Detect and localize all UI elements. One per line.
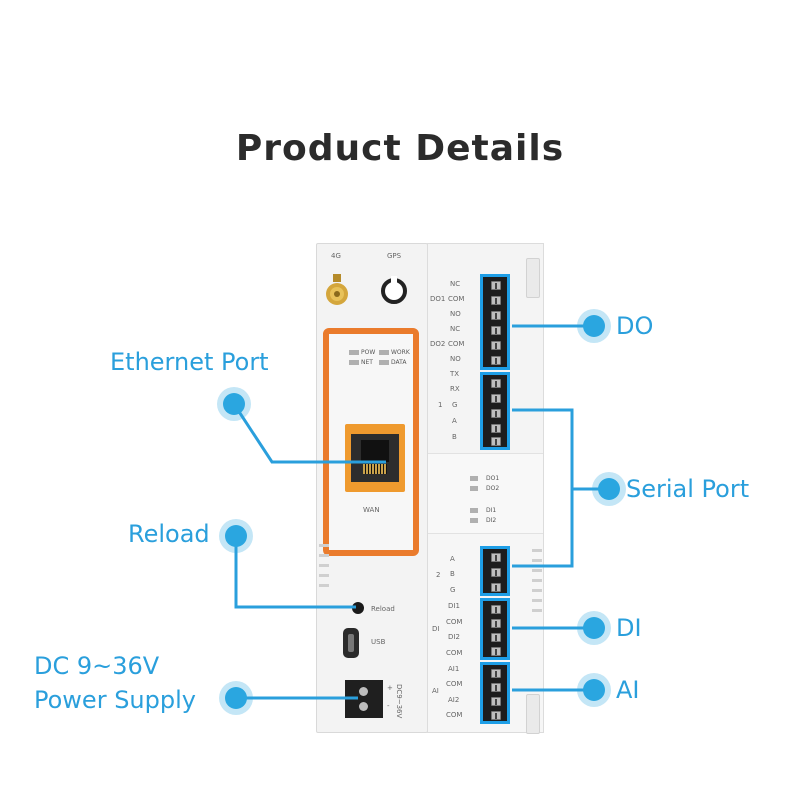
- terminal-group-label: 1: [438, 401, 443, 409]
- terminal-label: B: [452, 433, 457, 441]
- power-callout-dot: [225, 687, 247, 709]
- ethernet-port-callout-label: Ethernet Port: [110, 348, 269, 376]
- led-pow-label: POW: [361, 349, 376, 356]
- led-di2-icon: [470, 518, 478, 523]
- terminal-label: G: [450, 586, 456, 594]
- led-data-label: DATA: [391, 359, 407, 366]
- di-terminal-block[interactable]: [480, 598, 510, 660]
- iot-gateway-device: 4G GPS POW WORK NET DATA WAN R: [316, 243, 544, 734]
- led-di1-icon: [470, 508, 478, 513]
- terminal-group-label: DO2: [430, 340, 446, 348]
- device-right-module: NC COM NO NC COM NO TX RX G A B DO1 DO2 …: [427, 243, 544, 734]
- serial-terminal-block-1[interactable]: [480, 372, 510, 450]
- power-plus-label: +: [387, 684, 393, 692]
- led-do1-label: DO1: [486, 475, 500, 482]
- power-callout-label-line1: DC 9~36V: [34, 652, 160, 680]
- gps-connector-icon: [381, 276, 407, 304]
- antenna-connector-icon: [326, 274, 348, 305]
- led-do2-icon: [470, 486, 478, 491]
- usb-label: USB: [371, 638, 386, 646]
- terminal-label: RX: [450, 385, 460, 393]
- terminal-label: COM: [448, 340, 465, 348]
- ai-callout-label: AI: [616, 676, 640, 704]
- led-work-label: WORK: [391, 349, 410, 356]
- serial-port-callout-label: Serial Port: [626, 475, 750, 503]
- terminal-group-label: 2: [436, 571, 441, 579]
- usb-port[interactable]: [343, 628, 359, 658]
- ethernet-callout-dot: [223, 393, 245, 415]
- reload-callout-dot: [225, 525, 247, 547]
- terminal-label: NC: [450, 280, 461, 288]
- terminal-label: AI2: [448, 696, 460, 704]
- di-callout-dot: [583, 617, 605, 639]
- led-di1-label: DI1: [486, 507, 497, 514]
- power-terminal[interactable]: [345, 680, 383, 718]
- power-callout-label-line2: Power Supply: [34, 686, 196, 714]
- terminal-label: AI1: [448, 665, 460, 673]
- ai-terminal-block[interactable]: [480, 662, 510, 724]
- reload-button[interactable]: [352, 602, 364, 614]
- do-terminal-block[interactable]: [480, 274, 510, 370]
- serial-callout-dot: [598, 478, 620, 500]
- led-net-label: NET: [361, 359, 373, 366]
- terminal-label: NO: [450, 355, 461, 363]
- ai-callout-dot: [583, 679, 605, 701]
- power-voltage-label: DC9~36V: [395, 684, 403, 719]
- terminal-label: COM: [446, 618, 463, 626]
- din-clip: [526, 694, 540, 734]
- terminal-label: COM: [446, 680, 463, 688]
- terminal-group-label: DO1: [430, 295, 446, 303]
- din-clip: [526, 258, 540, 298]
- terminal-label: COM: [446, 711, 463, 719]
- led-do1-icon: [470, 476, 478, 481]
- gps-label: GPS: [387, 252, 402, 260]
- serial-terminal-block-2[interactable]: [480, 546, 510, 596]
- ethernet-port[interactable]: [345, 424, 405, 492]
- power-screw-icon: [359, 687, 368, 696]
- terminal-label: G: [452, 401, 458, 409]
- power-minus-label: -: [387, 702, 390, 710]
- led-di2-label: DI2: [486, 517, 497, 524]
- led-data-icon: [379, 360, 389, 365]
- terminal-label: A: [450, 555, 455, 563]
- ethernet-port-socket: [351, 434, 399, 482]
- led-net-icon: [349, 360, 359, 365]
- do-callout-dot: [583, 315, 605, 337]
- do-callout-label: DO: [616, 312, 654, 340]
- terminal-label: A: [452, 417, 457, 425]
- reload-callout-label: Reload: [128, 520, 210, 548]
- terminal-label: COM: [448, 295, 465, 303]
- led-pow-icon: [349, 350, 359, 355]
- terminal-group-label: DI: [432, 625, 440, 633]
- terminal-label: COM: [446, 649, 463, 657]
- di-callout-label: DI: [616, 614, 642, 642]
- terminal-group-label: AI: [432, 687, 439, 695]
- led-work-icon: [379, 350, 389, 355]
- led-do2-label: DO2: [486, 485, 500, 492]
- terminal-label: NC: [450, 325, 461, 333]
- terminal-label: DI1: [448, 602, 460, 610]
- power-screw-icon: [359, 702, 368, 711]
- terminal-label: B: [450, 570, 455, 578]
- device-left-module: 4G GPS POW WORK NET DATA WAN R: [316, 243, 428, 733]
- reload-label: Reload: [371, 605, 395, 613]
- terminal-label: NO: [450, 310, 461, 318]
- wan-label: WAN: [363, 506, 380, 514]
- terminal-label: TX: [450, 370, 460, 378]
- antenna-4g-label: 4G: [331, 252, 341, 260]
- terminal-label: DI2: [448, 633, 460, 641]
- page-title: Product Details: [235, 128, 565, 169]
